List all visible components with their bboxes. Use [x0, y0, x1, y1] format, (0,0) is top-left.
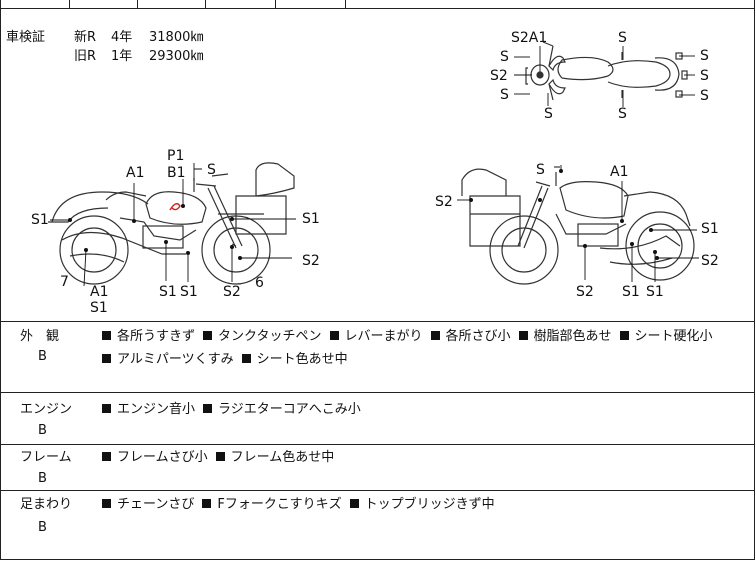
- label-s: S: [536, 162, 545, 178]
- label-s: S: [700, 88, 709, 104]
- section-title: 足まわり: [20, 497, 73, 512]
- left-red-mark: [169, 203, 181, 211]
- label-s: S: [207, 162, 216, 178]
- remark-item: シート色あせ中: [241, 352, 348, 367]
- remark-item: チェーンさび: [102, 497, 194, 512]
- remark-item: 各所さび小: [430, 329, 511, 344]
- label-s1: S1: [180, 284, 198, 300]
- top-view-motorcycle-icon: [525, 41, 688, 101]
- square-bullet-icon: [102, 354, 111, 363]
- left-side-motorcycle-icon: [48, 162, 295, 285]
- square-bullet-icon: [102, 404, 111, 413]
- label-s1: S1: [701, 221, 719, 237]
- label-s: S: [500, 87, 509, 103]
- label-s: S: [618, 30, 627, 46]
- label-s1: S1: [159, 284, 177, 300]
- remark-item: フレーム色あせ中: [215, 450, 334, 465]
- remarks-line: アルミパーツくすみシート色あせ中: [102, 352, 356, 368]
- square-bullet-icon: [241, 354, 251, 363]
- right-side-motorcycle-icon: [461, 168, 695, 285]
- label-s2: S2: [701, 253, 719, 269]
- section-title: 外 観: [20, 329, 60, 344]
- remarks-line: エンジン音小ラジエターコアへこみ小: [102, 402, 369, 418]
- divider: [0, 490, 755, 491]
- label-s1: S1: [302, 211, 320, 227]
- left-leader-lines: [50, 163, 296, 287]
- label-p1: P1: [167, 148, 185, 164]
- section-title: エンジン: [20, 402, 73, 417]
- label-7: 7: [60, 274, 69, 290]
- remark-item: エンジン音小: [102, 402, 195, 417]
- old-registration-label: 旧R: [74, 49, 97, 64]
- label-6: 6: [255, 275, 264, 291]
- new-years: 4年: [111, 30, 133, 45]
- label-s1: S1: [90, 300, 108, 316]
- label-s: S: [500, 49, 509, 65]
- remark-item: レバーまがり: [329, 329, 423, 344]
- label-s2a1: S2A1: [511, 30, 548, 46]
- square-bullet-icon: [349, 499, 359, 508]
- old-mileage: 29300㎞: [149, 49, 204, 64]
- old-years: 1年: [111, 49, 133, 64]
- remark-item: タンクタッチペン: [203, 329, 322, 344]
- remark-item: トップブリッジきず中: [349, 497, 495, 512]
- label-s1: S1: [31, 212, 49, 228]
- new-registration-label: 新R: [74, 30, 97, 45]
- remarks-line: チェーンさび Fフォークこすりキズトップブリッジきず中: [102, 497, 503, 513]
- label-s: S: [700, 48, 709, 64]
- square-bullet-icon: [102, 452, 111, 461]
- label-s2: S2: [302, 253, 320, 269]
- divider: [0, 392, 755, 393]
- square-bullet-icon: [518, 331, 528, 340]
- remarks-line: フレームさび小フレーム色あせ中: [102, 450, 342, 466]
- label-s: S: [544, 106, 553, 122]
- remark-item: フレームさび小: [102, 450, 208, 465]
- label-s1: S1: [646, 284, 664, 300]
- label-s: S: [618, 106, 627, 122]
- remark-item: シート硬化小: [619, 329, 713, 344]
- divider: [0, 444, 755, 445]
- label-s: S: [700, 68, 709, 84]
- section-grade: B: [38, 520, 47, 535]
- label-s2: S2: [435, 194, 453, 210]
- square-bullet-icon: [202, 499, 212, 508]
- remark-item: Fフォークこすりキズ: [202, 497, 342, 512]
- label-b1: B1: [167, 165, 186, 181]
- square-bullet-icon: [329, 331, 339, 340]
- left-dots: [68, 204, 242, 260]
- square-bullet-icon: [102, 499, 111, 508]
- remark-item: 樹脂部色あせ: [518, 329, 612, 344]
- top-table-edge: [0, 0, 755, 9]
- inspection-label: 車検証: [6, 30, 46, 45]
- square-bullet-icon: [430, 331, 440, 340]
- right-leader-lines: [457, 165, 699, 282]
- label-s1: S1: [622, 284, 640, 300]
- square-bullet-icon: [203, 404, 213, 413]
- new-mileage: 31800㎞: [149, 30, 204, 45]
- remarks-line: 各所うすきずタンクタッチペンレバーまがり各所さび小樹脂部色あせシート硬化小: [102, 329, 721, 345]
- label-s2: S2: [223, 284, 241, 300]
- label-s2: S2: [490, 68, 508, 84]
- section-grade: B: [38, 349, 47, 364]
- section-title: フレーム: [20, 450, 72, 465]
- top-view-leader-lines: [514, 46, 695, 107]
- section-grade: B: [38, 423, 47, 438]
- label-a1: A1: [610, 164, 629, 180]
- square-bullet-icon: [619, 331, 629, 340]
- right-dots: [469, 169, 659, 260]
- remark-item: ラジエターコアへこみ小: [203, 402, 361, 417]
- motorcycle-diagrams: [48, 41, 699, 287]
- divider: [0, 321, 755, 322]
- label-a1: A1: [126, 165, 145, 181]
- square-bullet-icon: [215, 452, 225, 461]
- remark-item: アルミパーツくすみ: [102, 352, 234, 367]
- square-bullet-icon: [102, 331, 111, 340]
- label-s2: S2: [576, 284, 594, 300]
- label-a1: A1: [90, 284, 109, 300]
- section-grade: B: [38, 471, 47, 486]
- remark-item: 各所うすきず: [102, 329, 195, 344]
- square-bullet-icon: [203, 331, 213, 340]
